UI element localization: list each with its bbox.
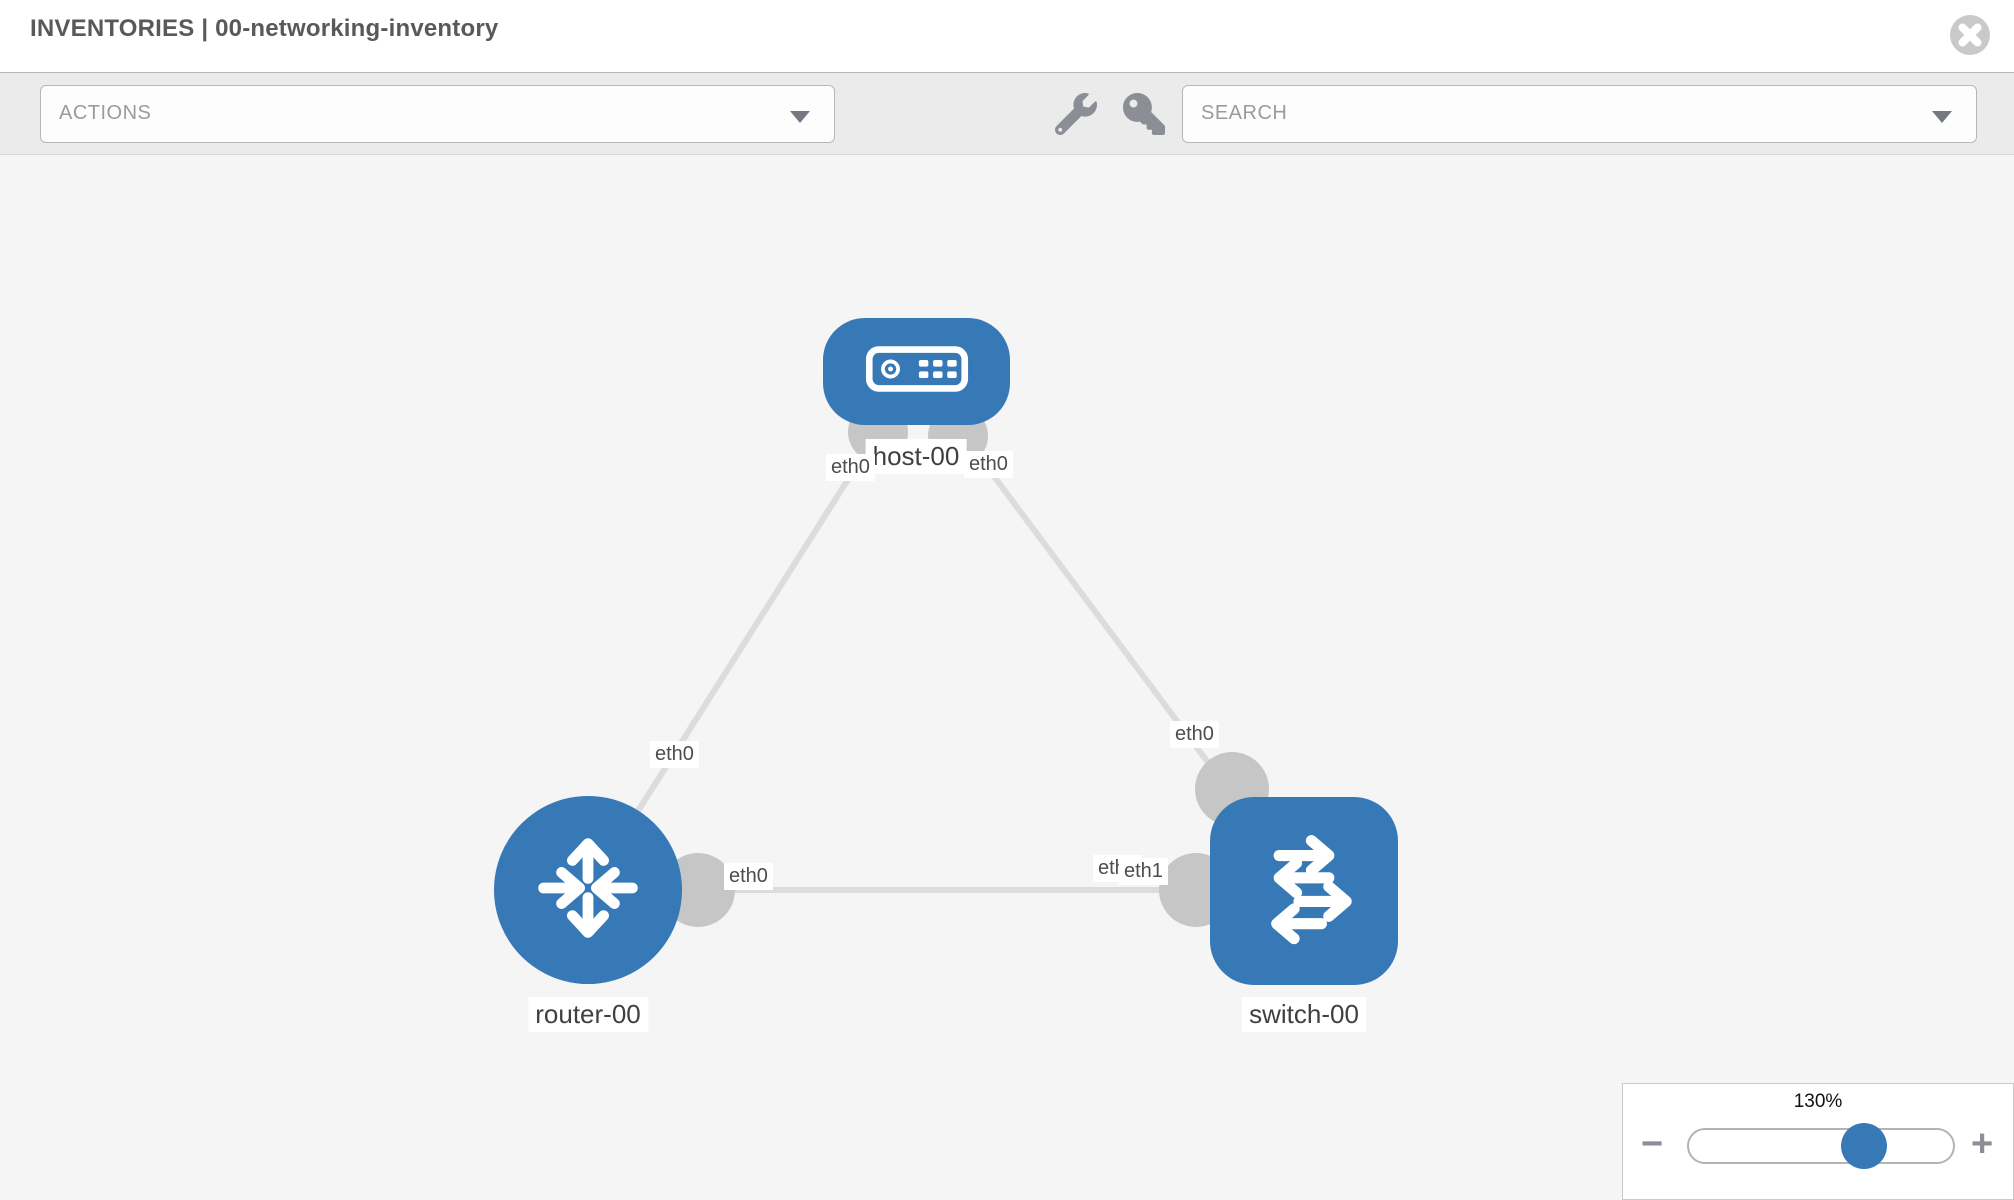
toolbar: ACTIONS SEARCH [0,72,2014,155]
interface-label-router-switch-router-end: eth0 [724,863,773,890]
actions-dropdown-label: ACTIONS [59,102,152,124]
node-switch-00[interactable] [1210,797,1398,985]
configure-tools-button[interactable] [1052,91,1100,139]
key-icon [1123,92,1165,138]
chevron-down-icon [1932,111,1952,123]
page-title: INVENTORIES | 00-networking-inventory [30,15,499,42]
zoom-out-button[interactable]: − [1641,1123,1664,1165]
credentials-button[interactable] [1120,91,1168,139]
zoom-in-button[interactable]: + [1971,1123,1994,1165]
actions-dropdown[interactable]: ACTIONS [40,85,835,143]
node-router-00[interactable] [494,796,682,984]
switch-icon [1242,827,1366,956]
interface-label-front: eth1 [1119,858,1168,885]
zoom-slider-handle[interactable] [1841,1123,1887,1169]
host-icon [865,345,969,398]
interface-label-host-router-router-end: eth0 [650,741,699,768]
router-icon [528,828,648,953]
node-label-router: router-00 [528,997,648,1032]
chevron-down-icon [790,111,810,123]
close-icon [1948,15,1992,60]
wrench-icon [1054,92,1097,138]
interface-label-router-switch-switch-end: eth0 eth1 [1093,855,1203,892]
interface-label-host-switch-host-end: eth0 [964,451,1013,478]
topology-links-layer [585,370,1307,927]
zoom-control-panel: 130% − + [1622,1083,2014,1200]
header: INVENTORIES | 00-networking-inventory [0,0,2014,72]
close-button[interactable] [1948,13,1992,57]
topology-canvas[interactable]: host-00 router-00 switch-00 eth0 eth0 et… [0,155,2014,1200]
search-dropdown-label: SEARCH [1201,102,1288,124]
zoom-slider-track[interactable] [1687,1128,1955,1164]
search-dropdown[interactable]: SEARCH [1182,85,1977,143]
node-host-00[interactable] [823,318,1010,425]
node-label-switch: switch-00 [1242,997,1366,1032]
zoom-level-readout: 130% [1793,1091,1843,1112]
node-label-host: host-00 [865,439,967,474]
interface-label-host-router-host-end: eth0 [826,454,875,481]
interface-label-host-switch-switch-end: eth0 [1170,721,1219,748]
